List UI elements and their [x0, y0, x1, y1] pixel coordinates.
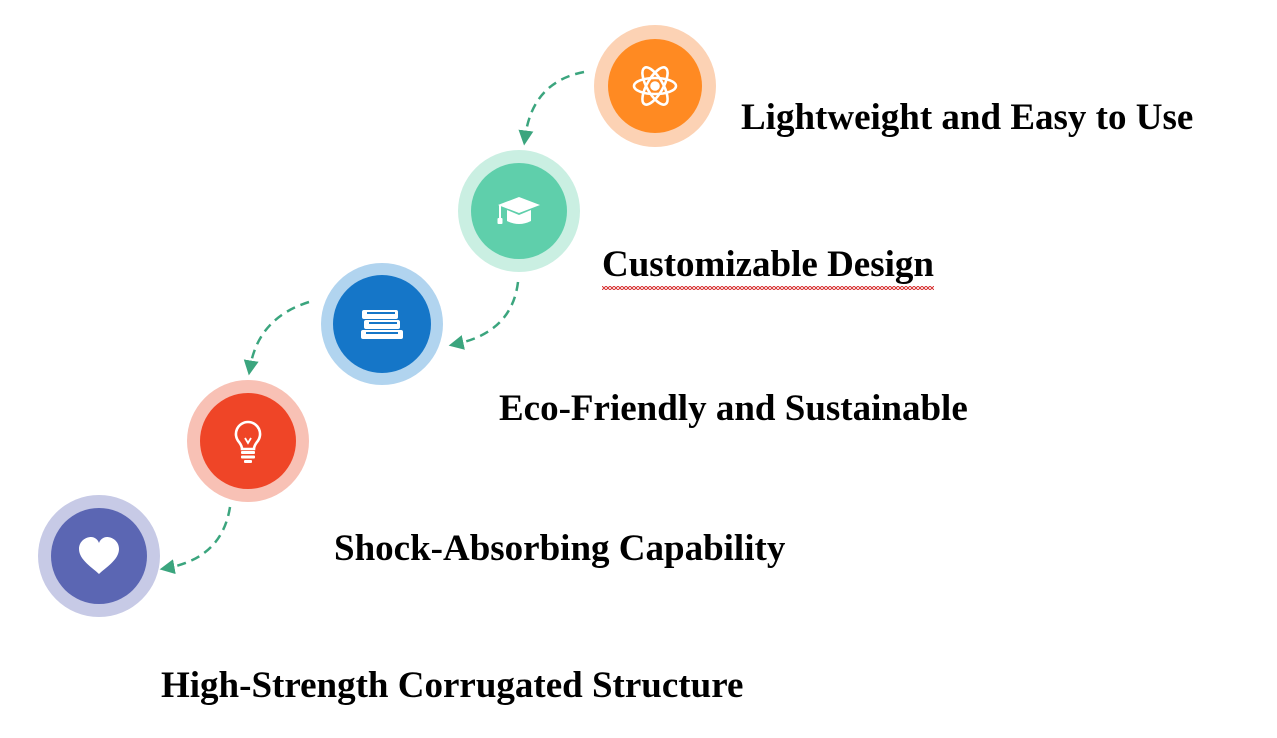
step-node-5 — [38, 495, 160, 617]
step-label-1: Lightweight and Easy to Use — [741, 97, 1194, 138]
atom-icon — [632, 66, 678, 106]
step-node-3 — [321, 263, 443, 385]
step-label-2: Customizable Design — [602, 246, 934, 283]
step-label-5: High-Strength Corrugated Structure — [161, 665, 744, 706]
connector-arrow-4-to-5 — [159, 506, 232, 575]
graduation-cap-icon — [497, 197, 540, 224]
spellcheck-underlined-text: Customizable Design — [602, 244, 934, 285]
connectors — [159, 70, 585, 575]
connector-arrow-2-to-3 — [448, 281, 520, 350]
step-label-3: Eco-Friendly and Sustainable — [499, 388, 968, 429]
step-node-2 — [458, 150, 580, 272]
step-node-1 — [594, 25, 716, 147]
step-core — [200, 393, 296, 489]
books-icon — [361, 310, 403, 339]
step-label-4: Shock-Absorbing Capability — [334, 528, 786, 569]
step-node-4 — [187, 380, 309, 502]
lightbulb-icon — [234, 420, 262, 463]
heart-icon — [79, 537, 119, 574]
connector-arrow-1-to-2 — [518, 70, 585, 146]
connector-arrow-3-to-4 — [243, 300, 310, 376]
